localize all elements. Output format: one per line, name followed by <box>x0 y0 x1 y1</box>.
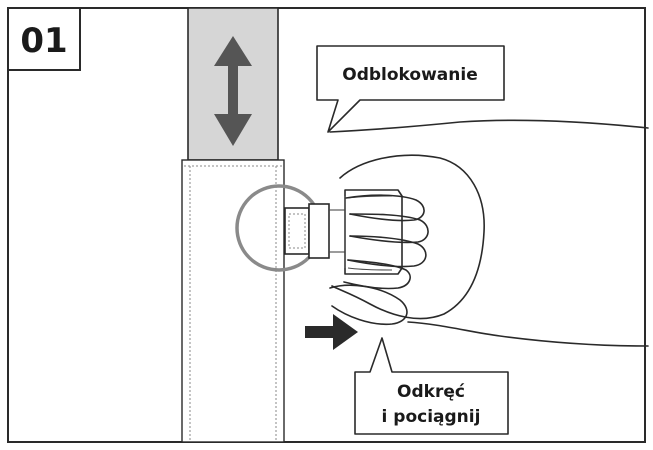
step-number-box: 01 <box>7 7 81 71</box>
callout-unlock-text: Odblokowanie <box>342 65 477 85</box>
callout-unlock: Odblokowanie <box>316 45 505 133</box>
hand-illustration <box>329 119 649 347</box>
step-number: 01 <box>20 21 67 61</box>
lock-bolt <box>284 203 345 259</box>
callout-unscrew-line2: i pociągnij <box>382 407 481 427</box>
callout-unscrew-pull: Odkręć i pociągnij <box>354 337 509 435</box>
rail-lower-section <box>181 159 285 443</box>
double-headed-vertical-arrow-icon <box>214 36 252 146</box>
right-arrow-icon <box>305 314 358 350</box>
callout-unscrew-line1: Odkręć <box>397 382 465 402</box>
